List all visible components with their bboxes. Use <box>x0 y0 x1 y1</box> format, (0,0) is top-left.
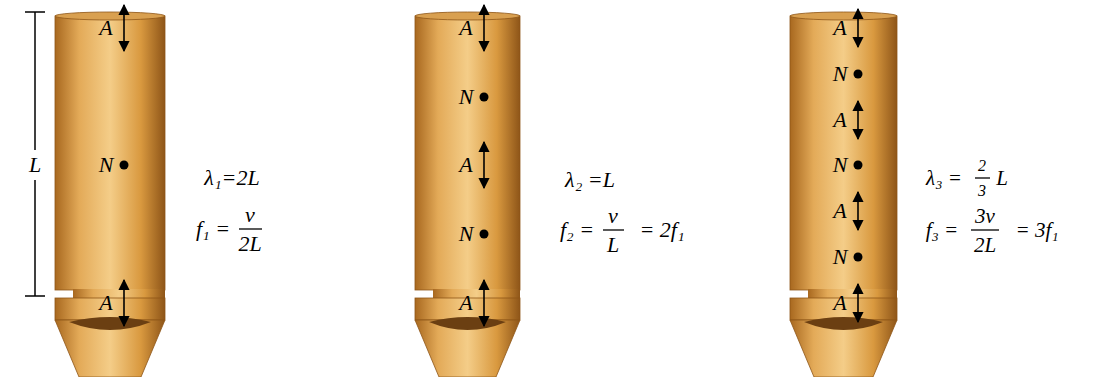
node-dot <box>480 230 489 239</box>
node-dot <box>854 161 863 170</box>
displacement-arrow <box>123 5 125 51</box>
antinode-label: A <box>833 292 846 314</box>
displacement-arrow <box>483 5 485 51</box>
antinode-label: A <box>459 292 472 314</box>
node-dot <box>480 93 489 102</box>
length-label: L <box>29 154 41 176</box>
formula-text: v <box>608 205 618 227</box>
formula-text: λ₁=2L <box>204 167 259 189</box>
node-dot <box>854 70 863 79</box>
antinode-label: A <box>833 109 846 131</box>
formula-text: 2L <box>238 233 261 255</box>
displacement-arrow <box>857 284 859 322</box>
formula-text: L <box>996 168 1008 189</box>
node-dot <box>854 253 863 262</box>
displacement-arrow <box>123 280 125 326</box>
formula-text: f₃ = <box>926 220 959 241</box>
node-label: N <box>833 154 848 176</box>
formula-text: f₂ = <box>560 219 594 241</box>
formula-text: = 3f₁ <box>1015 220 1058 241</box>
node-label: N <box>833 246 848 268</box>
displacement-arrow <box>857 101 859 139</box>
node-label: N <box>99 154 114 176</box>
displacement-arrow <box>483 142 485 188</box>
formula-text: = 2f₁ <box>639 219 684 241</box>
antinode-label: A <box>833 17 846 39</box>
fraction-bars <box>239 178 999 230</box>
antinode-label: A <box>99 292 112 314</box>
formula-text: 3v <box>975 206 995 227</box>
formula-text: 3 <box>978 183 986 199</box>
node-label: N <box>459 223 474 245</box>
organ-pipe <box>55 12 165 377</box>
node-label: N <box>833 63 848 85</box>
antinode-label: A <box>459 154 472 176</box>
antinode-label: A <box>99 17 112 39</box>
formula-text: f₁ = <box>196 218 230 240</box>
node-label: N <box>459 86 474 108</box>
displacement-arrow <box>857 9 859 47</box>
antinode-label: A <box>459 17 472 39</box>
displacement-arrow <box>483 280 485 326</box>
node-dot <box>120 161 129 170</box>
formula-text: 2L <box>974 235 996 256</box>
formula-text: λ₃ = <box>926 168 962 189</box>
antinode-label: A <box>833 200 846 222</box>
displacement-arrow <box>857 192 859 230</box>
organ-pipe <box>415 12 520 377</box>
formula-text: v <box>245 204 255 226</box>
length-bracket <box>25 12 45 296</box>
formula-text: 2 <box>978 158 986 174</box>
organ-pipe <box>790 12 897 377</box>
formula-text: λ₂ =L <box>565 169 615 191</box>
formula-text: L <box>607 234 619 256</box>
